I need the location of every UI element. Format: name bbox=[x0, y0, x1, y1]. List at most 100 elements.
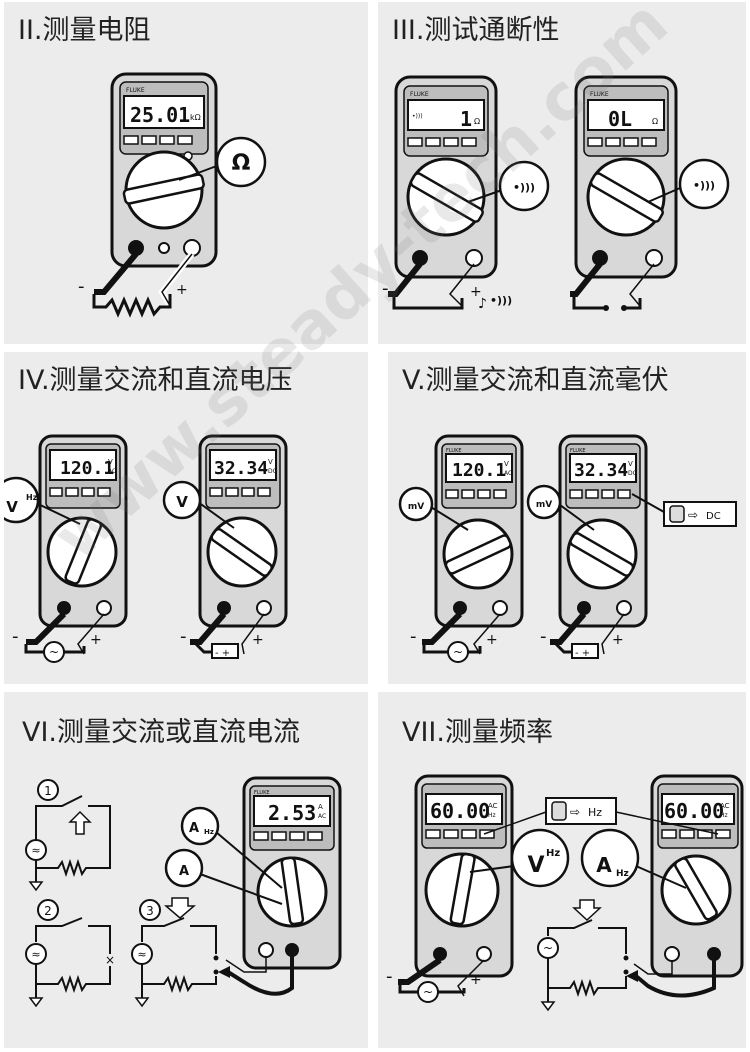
step-2-badge bbox=[37, 899, 59, 921]
multimeter-2: FLUKE 0L Ω bbox=[574, 75, 678, 279]
multimeter-1: FLUKE •))) 1 Ω bbox=[394, 75, 498, 279]
panel-current: VI.测量交流或直流电流 1 ≈ 2 × ≈ 3 ≈ bbox=[4, 692, 368, 1048]
millivolts-diagram: FLUKE 120.1 V AC mV ~ - + FLUKE bbox=[398, 434, 737, 663]
svg-text:DC: DC bbox=[706, 511, 721, 522]
svg-text:mV: mV bbox=[536, 500, 552, 510]
lcd-screen bbox=[123, 95, 205, 129]
svg-text:Hz: Hz bbox=[204, 828, 214, 836]
multimeter-freq-2: 60.00 AC Hz bbox=[650, 774, 744, 978]
arrow-down-icon bbox=[572, 899, 602, 922]
svg-text:A: A bbox=[189, 821, 199, 836]
lcd-value: 25.01 bbox=[130, 103, 190, 127]
svg-text:-: - bbox=[410, 626, 417, 647]
svg-text:V: V bbox=[628, 460, 633, 468]
svg-text:≈: ≈ bbox=[31, 844, 40, 857]
svg-text:•))): •))) bbox=[412, 113, 423, 120]
panel-title: III.测试通断性 bbox=[392, 15, 560, 46]
panel-resistance: II.测量电阻 FLUKE 25.01 kΩ Ω - + bbox=[4, 2, 368, 344]
svg-text:Hz: Hz bbox=[720, 812, 728, 819]
panel-title: IV.测量交流和直流电压 bbox=[18, 365, 293, 396]
brand-label: FLUKE bbox=[126, 87, 145, 94]
svg-text:V: V bbox=[504, 460, 509, 468]
a-dc-callout bbox=[164, 848, 204, 888]
svg-text:+: + bbox=[470, 972, 482, 988]
panel-title: VI.测量交流或直流电流 bbox=[22, 717, 301, 748]
svg-text:32.34: 32.34 bbox=[214, 458, 268, 479]
dial-pointer bbox=[122, 173, 205, 205]
current-diagram: 1 ≈ 2 × ≈ 3 ≈ bbox=[25, 776, 342, 1008]
lcd-unit: kΩ bbox=[190, 113, 201, 122]
svg-text:AC: AC bbox=[108, 468, 116, 475]
panel-continuity: III.测试通断性 FLUKE •))) 1 Ω •))) - + ♪ •)) bbox=[378, 2, 746, 344]
v-hz-callout bbox=[510, 828, 570, 888]
arrow-right-icon: ⇨ bbox=[688, 508, 698, 522]
svg-text:-: - bbox=[12, 626, 19, 647]
svg-text:2.53: 2.53 bbox=[268, 801, 316, 825]
panel-voltage: IV.测量交流和直流电压 120.1 V AC V Hz ~ - + bbox=[4, 352, 368, 684]
svg-text:•))): •))) bbox=[693, 179, 715, 192]
multimeter-freq-1: 60.00 AC Hz bbox=[414, 774, 514, 978]
svg-text:Hz: Hz bbox=[588, 806, 602, 819]
svg-text:1: 1 bbox=[44, 784, 52, 798]
svg-text:32.34: 32.34 bbox=[574, 460, 628, 481]
multimeter-mv-ac: FLUKE 120.1 V AC bbox=[434, 434, 524, 628]
svg-text:mV: mV bbox=[408, 502, 424, 512]
panel-millivolts: V.测量交流和直流毫伏 FLUKE 120.1 V AC mV ~ - + bbox=[388, 352, 746, 684]
voltage-diagram: 120.1 V AC V Hz ~ - + 32.34 V bbox=[4, 434, 288, 663]
arrow-up-icon bbox=[68, 810, 92, 835]
continuity-diagram: FLUKE •))) 1 Ω •))) - + ♪ •))) FLUKE bbox=[382, 75, 730, 312]
multimeter-dc: 32.34 V DC bbox=[198, 434, 288, 628]
step-1-badge bbox=[37, 779, 59, 801]
multimeter-ac: 120.1 V AC bbox=[38, 434, 128, 628]
mv-dc-callout bbox=[526, 484, 562, 520]
svg-text:+: + bbox=[612, 632, 624, 648]
break-mark: × bbox=[105, 953, 115, 967]
svg-text:-: - bbox=[540, 626, 547, 647]
svg-text:Ω: Ω bbox=[652, 117, 658, 126]
svg-text:~: ~ bbox=[543, 941, 553, 955]
svg-text:3: 3 bbox=[146, 904, 154, 918]
svg-text:Hz: Hz bbox=[616, 869, 629, 879]
svg-text:~: ~ bbox=[453, 645, 463, 659]
svg-text:DC: DC bbox=[268, 468, 277, 475]
svg-text:•))): •))) bbox=[490, 294, 512, 307]
arrow-right-icon: ⇨ bbox=[570, 805, 580, 819]
multimeter-current: FLUKE 2.53 A AC bbox=[242, 776, 342, 970]
svg-text:AC: AC bbox=[318, 813, 326, 820]
svg-text:FLUKE: FLUKE bbox=[254, 790, 270, 796]
panel-title: V.测量交流和直流毫伏 bbox=[402, 365, 669, 396]
svg-text:AC: AC bbox=[488, 802, 498, 810]
svg-text:AC: AC bbox=[720, 802, 730, 810]
v-ac-callout bbox=[4, 476, 40, 524]
panel-title: II.测量电阻 bbox=[18, 15, 151, 46]
svg-text:V: V bbox=[527, 853, 544, 878]
svg-text:+: + bbox=[176, 282, 188, 298]
svg-text:60.00: 60.00 bbox=[664, 799, 724, 823]
svg-text:+: + bbox=[470, 284, 482, 300]
svg-text:FLUKE: FLUKE bbox=[446, 448, 462, 454]
svg-text:60.00: 60.00 bbox=[430, 799, 490, 823]
resistance-diagram: FLUKE 25.01 kΩ Ω - + bbox=[78, 72, 267, 318]
svg-text:AC: AC bbox=[504, 470, 512, 477]
svg-text:0L: 0L bbox=[608, 107, 632, 131]
svg-text:1: 1 bbox=[460, 107, 472, 131]
svg-text:DC: DC bbox=[628, 470, 637, 477]
svg-text:Hz: Hz bbox=[26, 493, 38, 502]
svg-text:~: ~ bbox=[423, 985, 433, 999]
panel-frequency: VII.测量频率 60.00 AC Hz 60.00 AC Hz bbox=[378, 692, 746, 1048]
svg-text:Ω: Ω bbox=[232, 151, 251, 176]
a-ac-callout bbox=[180, 806, 220, 846]
svg-text:120.1: 120.1 bbox=[452, 460, 506, 481]
ohm-callout bbox=[215, 136, 267, 188]
arrow-down-icon bbox=[163, 897, 197, 919]
svg-text:≈: ≈ bbox=[137, 948, 146, 961]
tone-icon: ♪ bbox=[478, 296, 487, 312]
svg-text:FLUKE: FLUKE bbox=[410, 91, 429, 98]
a-hz-callout bbox=[580, 828, 640, 888]
svg-text:+: + bbox=[486, 632, 498, 648]
beep-callout bbox=[498, 160, 550, 212]
svg-text:-: - bbox=[386, 966, 393, 987]
svg-text:- +: - + bbox=[575, 648, 590, 659]
multimeter: FLUKE 25.01 kΩ bbox=[110, 72, 218, 268]
panel-title: VII.测量频率 bbox=[402, 717, 553, 748]
